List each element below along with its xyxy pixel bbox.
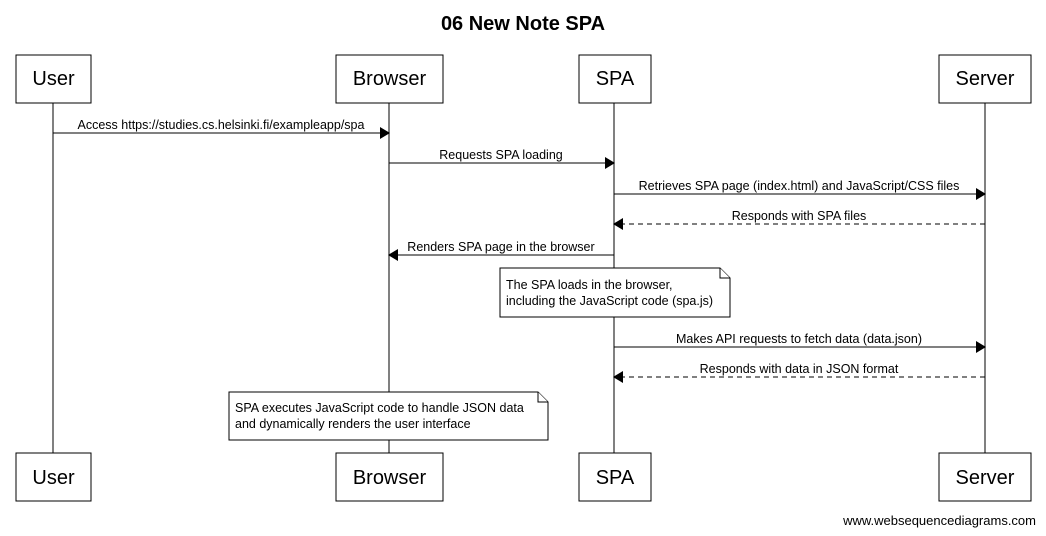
actor-browser-label: Browser bbox=[353, 467, 427, 489]
actor-browser-label: Browser bbox=[353, 68, 427, 90]
message-2: Requests SPA loading bbox=[389, 148, 615, 169]
actor-spa-bottom: SPA bbox=[578, 452, 652, 502]
message-label: Makes API requests to fetch data (data.j… bbox=[676, 332, 922, 346]
actor-server-bottom: Server bbox=[938, 452, 1032, 502]
message-label: Retrieves SPA page (index.html) and Java… bbox=[639, 179, 960, 193]
note-renders-ui: SPA executes JavaScript code to handle J… bbox=[228, 391, 549, 441]
watermark-text: www.websequencediagrams.com bbox=[842, 513, 1036, 528]
message-4: Responds with SPA files bbox=[613, 209, 985, 230]
actor-browser-top: Browser bbox=[335, 54, 444, 104]
actor-user-bottom: User bbox=[15, 452, 92, 502]
actor-server-label: Server bbox=[956, 467, 1015, 489]
message-3: Retrieves SPA page (index.html) and Java… bbox=[614, 179, 986, 200]
actor-spa-label: SPA bbox=[596, 68, 635, 90]
actor-spa-top: SPA bbox=[578, 54, 652, 104]
message-1: Access https://studies.cs.helsinki.fi/ex… bbox=[53, 118, 390, 139]
message-label: Responds with SPA files bbox=[732, 209, 867, 223]
message-label: Requests SPA loading bbox=[439, 148, 563, 162]
note-line: including the JavaScript code (spa.js) bbox=[506, 294, 713, 308]
actor-user-label: User bbox=[32, 467, 75, 489]
message-7: Responds with data in JSON format bbox=[613, 362, 985, 383]
actor-user-top: User bbox=[15, 54, 92, 104]
note-line: The SPA loads in the browser, bbox=[506, 278, 673, 292]
message-label: Access https://studies.cs.helsinki.fi/ex… bbox=[78, 118, 365, 132]
note-spa-loads: The SPA loads in the browser, including … bbox=[499, 267, 731, 318]
actor-server-top: Server bbox=[938, 54, 1032, 104]
note-line: and dynamically renders the user interfa… bbox=[235, 417, 471, 431]
message-label: Responds with data in JSON format bbox=[700, 362, 899, 376]
actor-server-label: Server bbox=[956, 68, 1015, 90]
note-line: SPA executes JavaScript code to handle J… bbox=[235, 401, 524, 415]
message-label: Renders SPA page in the browser bbox=[407, 240, 594, 254]
message-6: Makes API requests to fetch data (data.j… bbox=[614, 332, 986, 353]
actor-spa-label: SPA bbox=[596, 467, 635, 489]
diagram-title: 06 New Note SPA bbox=[441, 13, 605, 35]
message-5: Renders SPA page in the browser bbox=[388, 240, 614, 261]
actor-user-label: User bbox=[32, 68, 75, 90]
actor-browser-bottom: Browser bbox=[335, 452, 444, 502]
